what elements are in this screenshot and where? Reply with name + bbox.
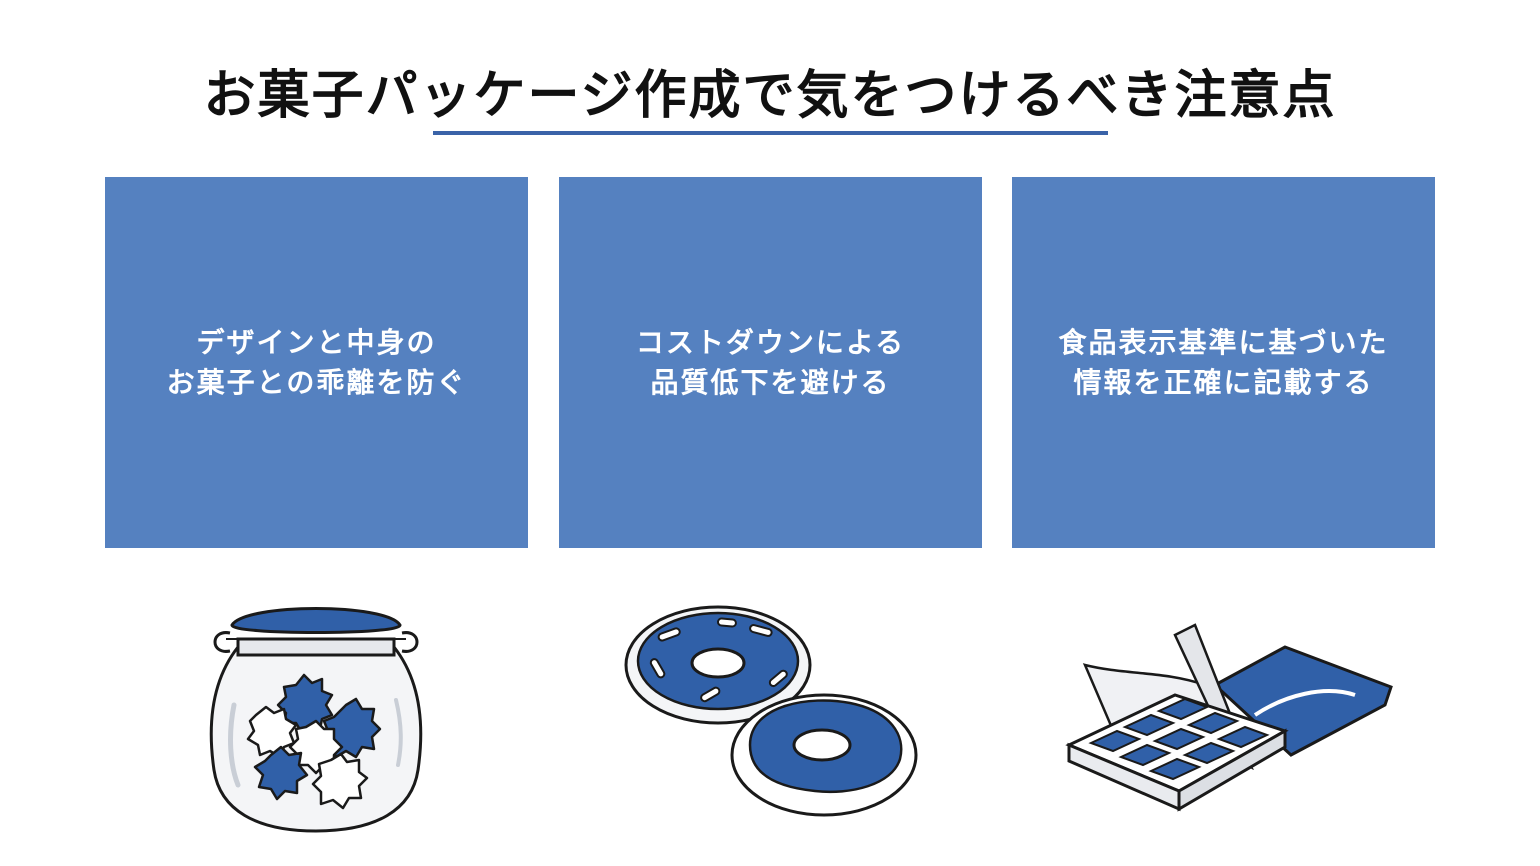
point-card-line: 品質低下を避ける [650, 365, 891, 399]
point-card-line: 情報を正確に記載する [1073, 365, 1374, 399]
point-card-line: お菓子との乖離を防ぐ [166, 365, 467, 399]
point-card-line: デザインと中身の [196, 325, 437, 359]
point-card-line: 食品表示基準に基づいた [1058, 325, 1389, 359]
point-card-text: コストダウンによる 品質低下を避ける [636, 323, 905, 403]
donuts-icon [600, 595, 940, 845]
point-card-quality: コストダウンによる 品質低下を避ける [559, 177, 982, 548]
candy-jar-icon [146, 595, 486, 845]
open-package-icon [1055, 595, 1395, 845]
point-card-text: 食品表示基準に基づいた 情報を正確に記載する [1058, 323, 1388, 403]
point-card-design: デザインと中身の お菓子との乖離を防ぐ [105, 177, 528, 548]
title-underline [433, 131, 1108, 135]
point-card-line: コストダウンによる [635, 325, 906, 359]
page-title: お菓子パッケージ作成で気をつけるべき注意点 [203, 65, 1337, 126]
point-card-text: デザインと中身の お菓子との乖離を防ぐ [167, 323, 467, 403]
point-card-labeling: 食品表示基準に基づいた 情報を正確に記載する [1012, 177, 1435, 548]
